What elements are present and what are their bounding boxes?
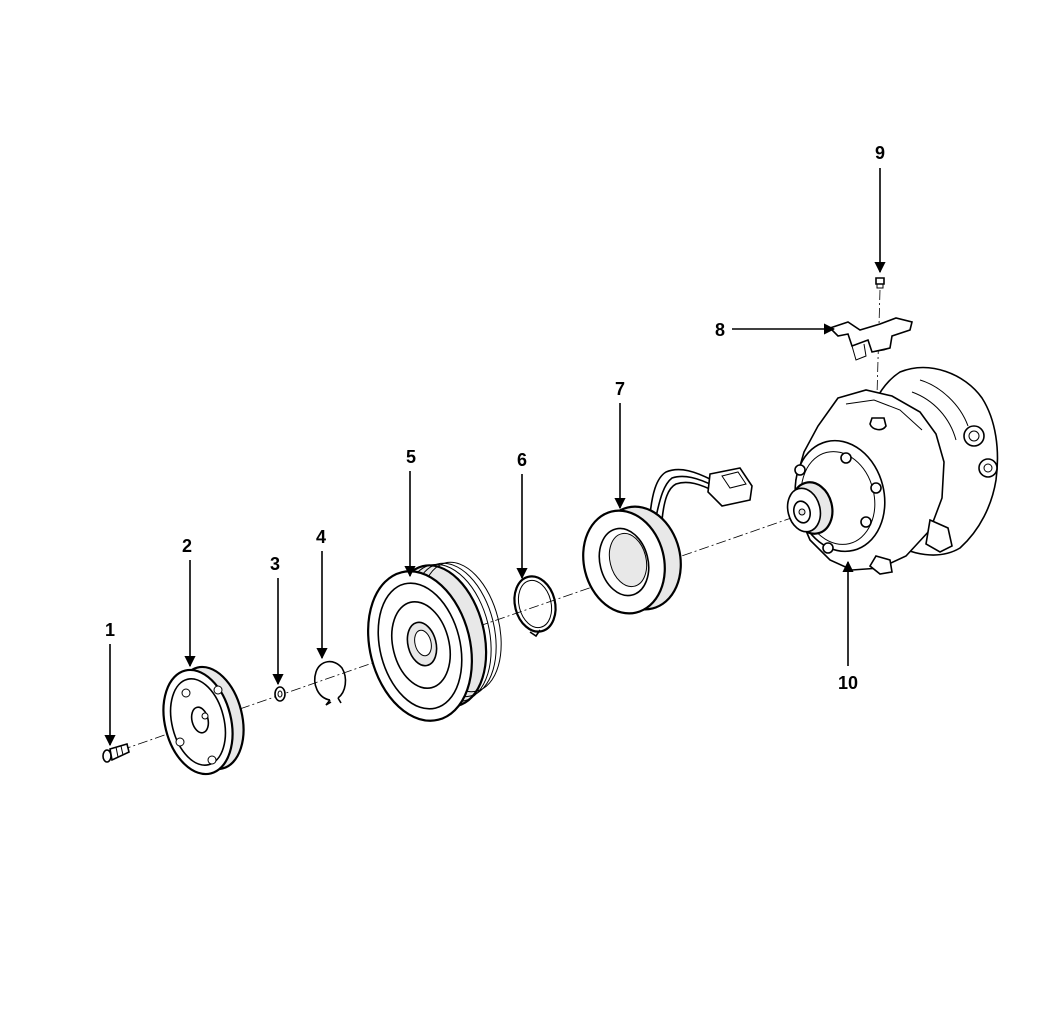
callout-4: 4 <box>316 527 326 547</box>
callout-2: 2 <box>182 536 192 556</box>
callout-3: 3 <box>270 554 280 574</box>
callout-1: 1 <box>105 620 115 640</box>
callout-9: 9 <box>875 143 885 163</box>
part-8-bracket <box>828 317 913 361</box>
callout-labels: 1 2 3 4 5 6 7 8 9 10 <box>105 143 885 693</box>
callout-5: 5 <box>406 447 416 467</box>
part-10-compressor <box>786 366 999 575</box>
callout-7: 7 <box>615 379 625 399</box>
part-7-field-coil <box>582 467 753 615</box>
part-4-snap-ring <box>314 660 347 706</box>
callout-leaders <box>104 168 886 747</box>
part-9-bolt <box>875 277 885 289</box>
part-2-clutch-disc <box>162 665 245 776</box>
part-5-pulley <box>367 561 502 722</box>
part-1-bolt <box>102 742 130 763</box>
part-3-shim <box>274 686 286 702</box>
callout-6: 6 <box>517 450 527 470</box>
part-6-snap-ring <box>513 575 557 638</box>
callout-10: 10 <box>838 673 858 693</box>
callout-8: 8 <box>715 320 725 340</box>
